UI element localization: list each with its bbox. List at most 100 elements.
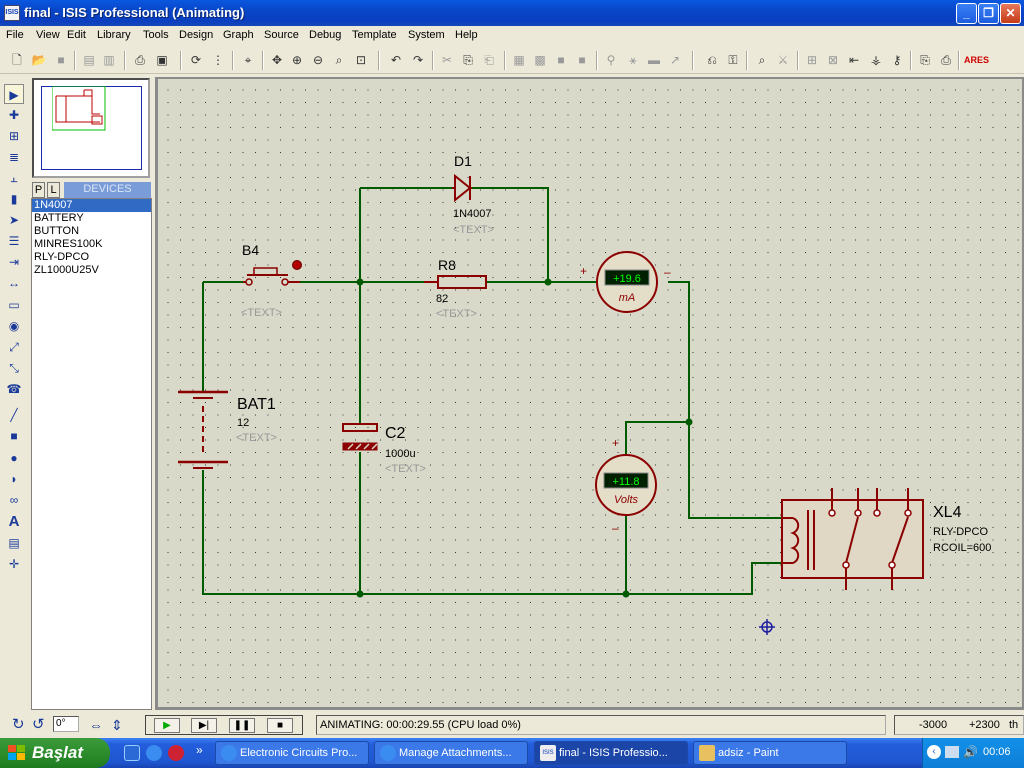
line-icon[interactable]: ╱ bbox=[10, 408, 18, 422]
report-icon[interactable]: ⎘ bbox=[920, 53, 930, 67]
tag-icon[interactable]: ⚔ bbox=[777, 53, 789, 67]
task-electronic-circuits[interactable]: Electronic Circuits Pro... bbox=[215, 741, 369, 765]
step-icon[interactable]: ▶| bbox=[191, 718, 217, 733]
mirror-x-icon[interactable]: ⇔ bbox=[89, 717, 103, 733]
schematic-editing-window[interactable]: D1 1N4007 <TEXT> B4 <TEXT> R8 82 <TEXT> bbox=[155, 77, 1024, 710]
block-move-icon[interactable]: ▩ bbox=[534, 53, 546, 67]
refresh-icon[interactable]: ⟳ bbox=[190, 53, 202, 67]
overview-window[interactable] bbox=[32, 78, 150, 178]
relay-xl4[interactable]: XL4 RLY-DPCO RCOIL=600 bbox=[781, 488, 991, 590]
zoom-out-icon[interactable]: ⊖ bbox=[312, 53, 324, 67]
netlist-icon[interactable]: ⚶ bbox=[870, 53, 882, 67]
wires[interactable] bbox=[202, 187, 782, 595]
menu-view[interactable]: View bbox=[36, 29, 60, 41]
minimize-button[interactable]: _ bbox=[956, 3, 977, 24]
import-icon[interactable]: ▤ bbox=[83, 53, 95, 67]
symbol-icon[interactable]: ▤ bbox=[8, 536, 20, 550]
generator-icon[interactable]: ◉ bbox=[8, 319, 20, 333]
internet-explorer-icon[interactable] bbox=[146, 745, 162, 761]
bus-icon[interactable]: ▮ bbox=[10, 192, 18, 206]
capacitor-c2[interactable]: C2 1000u <TEXT> bbox=[342, 423, 426, 475]
component-mode-icon[interactable]: ✚ bbox=[8, 108, 20, 122]
arc-icon[interactable]: ◗ bbox=[10, 472, 18, 486]
start-button[interactable]: Başlat bbox=[0, 738, 110, 768]
wire-label-icon[interactable]: ≣ bbox=[8, 150, 20, 164]
button-b4[interactable]: B4 <TEXT> bbox=[241, 242, 302, 319]
print-icon[interactable]: ⎙ bbox=[135, 53, 145, 67]
play-icon[interactable]: ▶ bbox=[154, 718, 180, 733]
rotate-clockwise-icon[interactable]: ↻ bbox=[12, 716, 25, 733]
erc-icon[interactable]: ⎙ bbox=[941, 53, 951, 67]
print-area-icon[interactable]: ▣ bbox=[156, 53, 168, 67]
menu-edit[interactable]: Edit bbox=[67, 29, 86, 41]
export-icon[interactable]: ▥ bbox=[103, 53, 115, 67]
tray-expand-icon[interactable]: ‹ bbox=[927, 745, 941, 759]
virtual-instrument-icon[interactable]: ☎ bbox=[6, 382, 22, 396]
packaging-icon[interactable]: ▬ bbox=[648, 53, 660, 67]
battery-bat1[interactable]: BAT1 12 <TEXT> bbox=[178, 390, 277, 469]
remove-sheet-icon[interactable]: ⊠ bbox=[827, 53, 839, 67]
subcircuit-icon[interactable]: ☰ bbox=[8, 234, 20, 248]
select-mode-icon[interactable]: ▶ bbox=[4, 84, 24, 104]
make-device-icon[interactable]: ⚹ bbox=[629, 53, 637, 67]
menu-design[interactable]: Design bbox=[179, 29, 214, 41]
menu-file[interactable]: File bbox=[6, 29, 24, 41]
new-sheet-icon[interactable]: ⊞ bbox=[806, 53, 818, 67]
pause-icon[interactable]: ❚❚ bbox=[229, 718, 255, 733]
goto-sheet-icon[interactable]: ⇤ bbox=[848, 53, 860, 67]
redo-icon[interactable]: ↷ bbox=[412, 53, 424, 67]
path-icon[interactable]: ∞ bbox=[9, 493, 19, 507]
origin-icon[interactable]: ⌖ bbox=[244, 53, 252, 67]
pick-device-icon[interactable]: ⚲ bbox=[606, 53, 616, 67]
library-manager-tab[interactable]: L bbox=[47, 182, 60, 198]
media-player-icon[interactable] bbox=[168, 745, 184, 761]
terminals-icon[interactable]: ⇥ bbox=[8, 255, 20, 269]
junction-icon[interactable]: ⊞ bbox=[8, 129, 20, 143]
text-script-icon[interactable]: ⫠ bbox=[10, 171, 18, 185]
search-icon[interactable]: ⌕ bbox=[758, 53, 766, 67]
graph-icon[interactable]: ▭ bbox=[8, 298, 20, 312]
wire-autorouter-icon[interactable]: ⎌ bbox=[707, 53, 717, 67]
ammeter[interactable]: +19.6 mA + – bbox=[580, 251, 671, 313]
rotate-anticlockwise-icon[interactable]: ↺ bbox=[32, 716, 45, 733]
voltmeter[interactable]: +11.8 Volts + – bbox=[595, 436, 657, 535]
quicklaunch-more-icon[interactable]: » bbox=[196, 743, 203, 757]
menu-debug[interactable]: Debug bbox=[309, 29, 342, 41]
new-file-icon[interactable]: 🗋 bbox=[12, 53, 22, 67]
network-icon[interactable] bbox=[945, 746, 959, 758]
property-assign-icon[interactable]: ⚿ bbox=[728, 53, 738, 67]
menu-source[interactable]: Source bbox=[264, 29, 299, 41]
open-folder-icon[interactable]: 📂 bbox=[31, 53, 47, 67]
menu-tools[interactable]: Tools bbox=[143, 29, 169, 41]
show-desktop-icon[interactable] bbox=[124, 745, 140, 761]
paste-icon[interactable]: ⎗ bbox=[484, 53, 494, 67]
undo-icon[interactable]: ↶ bbox=[390, 53, 402, 67]
resistor-r8[interactable]: R8 82 <TEXT> bbox=[424, 257, 487, 320]
rotation-angle-field[interactable]: 0° bbox=[53, 716, 79, 732]
device-item-rly-dpco[interactable]: RLY-DPCO bbox=[34, 251, 90, 263]
schematic-canvas[interactable]: D1 1N4007 <TEXT> B4 <TEXT> R8 82 <TEXT> bbox=[155, 77, 1024, 710]
task-isis-final[interactable]: ISIS final - ISIS Professio... bbox=[534, 741, 688, 765]
zoom-all-icon[interactable]: ⌕ bbox=[335, 53, 343, 67]
text-icon[interactable]: A bbox=[8, 513, 20, 530]
box-icon[interactable]: ■ bbox=[10, 429, 18, 443]
current-probe-icon[interactable]: ⤡ bbox=[9, 361, 19, 375]
button-actuator-icon[interactable] bbox=[292, 260, 302, 270]
close-button[interactable]: ✕ bbox=[1000, 3, 1021, 24]
device-list[interactable]: 1N4007 BATTERY BUTTON MINRES100K RLY-DPC… bbox=[31, 198, 152, 710]
block-delete-icon[interactable]: ■ bbox=[578, 53, 586, 67]
menu-library[interactable]: Library bbox=[97, 29, 131, 41]
volume-icon[interactable]: 🔊 bbox=[963, 745, 978, 759]
pan-icon[interactable]: ✥ bbox=[271, 53, 283, 67]
pick-devices-tab[interactable]: P bbox=[32, 182, 45, 198]
menu-help[interactable]: Help bbox=[455, 29, 478, 41]
save-icon[interactable]: ■ bbox=[57, 53, 65, 67]
ares-icon[interactable]: ARES bbox=[964, 55, 990, 65]
device-pins-icon[interactable]: ↔ bbox=[8, 276, 20, 290]
task-manage-attachments[interactable]: Manage Attachments... bbox=[374, 741, 528, 765]
menu-system[interactable]: System bbox=[408, 29, 445, 41]
device-item-button[interactable]: BUTTON bbox=[34, 225, 80, 237]
block-rotate-icon[interactable]: ■ bbox=[557, 53, 565, 67]
circle-icon[interactable]: ● bbox=[10, 451, 18, 465]
menu-graph[interactable]: Graph bbox=[223, 29, 254, 41]
